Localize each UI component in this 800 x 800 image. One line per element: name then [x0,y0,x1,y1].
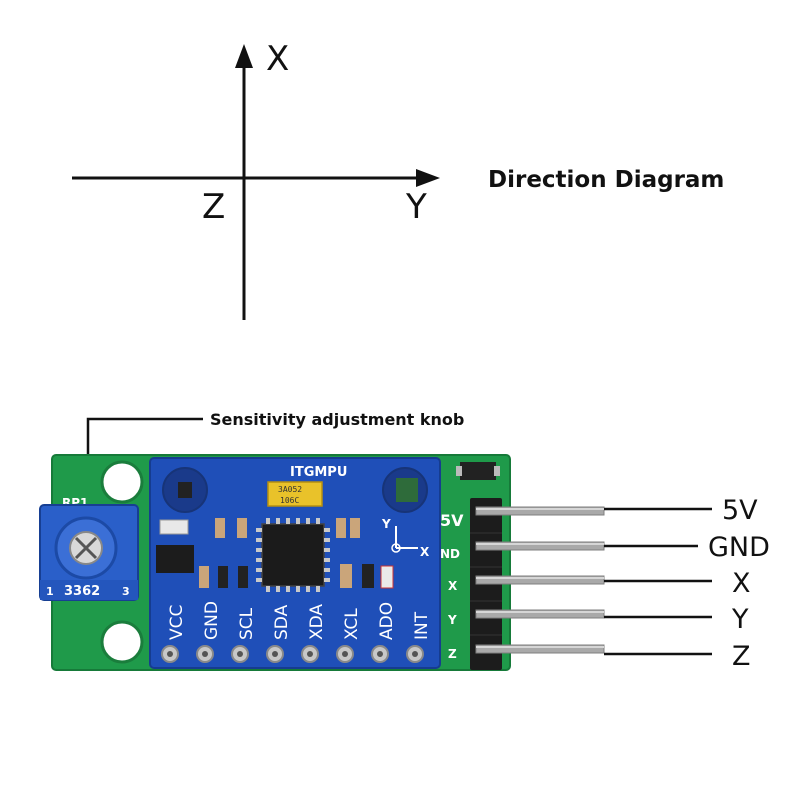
pot-pin1: 1 [46,585,54,598]
pot-code: 3362 [64,584,100,599]
label-z: Z [732,641,751,672]
pin-label-sda: SDA [272,604,292,640]
board-axis-y: Y [381,517,391,531]
potentiometer: 1 3362 3 [39,504,139,601]
pin-label-xda: XDA [307,604,327,640]
pin-label-scl: SCL [237,607,257,640]
z-axis-label: Z [202,187,225,227]
board-axis-marking: Y X [381,517,430,559]
pot-pin3: 3 [122,585,130,598]
header-silk-y: Y [447,613,457,627]
pin-5v [475,506,605,516]
direction-diagram: X Y Z Direction Diagram [72,39,724,320]
sensor-board: ITGMPU 3A052 106C Y X [149,457,441,669]
header-silk-5v: 5V [440,511,464,530]
pin-label-vcc: VCC [167,605,187,640]
label-gnd: GND [708,532,770,563]
pin-header [470,498,605,670]
pin-row: VCC GND SCL SDA XDA XCL ADO INT [161,601,432,663]
tant-code: 106C [280,496,299,505]
callout-text: Sensitivity adjustment knob [210,410,464,429]
tant-code2: 3A052 [278,485,302,494]
x-axis-label: X [266,39,289,79]
x-axis-arrow [235,44,253,68]
mount-hole-bottom [100,620,144,664]
pin-label-ado: ADO [377,602,397,640]
label-x: X [732,568,751,599]
pin-z [475,644,605,654]
header-silk-gnd: ND [440,547,460,561]
y-axis-arrow [416,169,440,187]
header-silk-x: X [448,579,458,593]
header-silk-z: Z [448,647,457,661]
pin-labels: 5V GND X Y Z [604,495,770,672]
label-y: Y [731,604,749,635]
label-5v: 5V [722,495,758,526]
pin-label-xcl: XCL [342,608,362,640]
diode [460,462,496,480]
smd-components [156,518,394,589]
diagram-title: Direction Diagram [488,167,724,193]
chip-label: ITGMPU [290,465,347,480]
mount-hole-top [100,460,144,504]
board-axis-x: X [420,545,430,559]
mpu-chip [261,523,325,587]
pin-label-gnd: GND [202,601,222,640]
pin-label-int: INT [412,611,432,640]
y-axis-label: Y [405,187,427,227]
tantalum-cap [267,481,323,507]
pin-y [475,609,605,619]
